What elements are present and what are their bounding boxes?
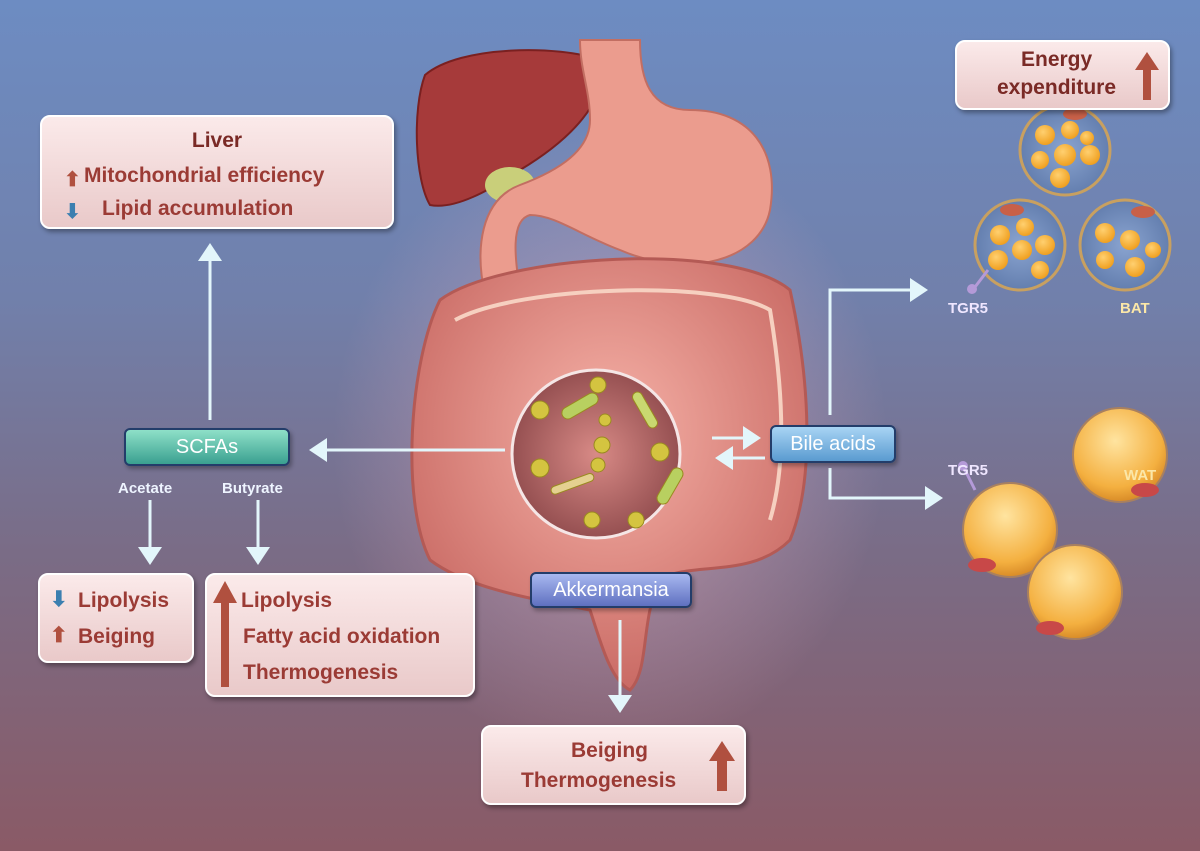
up-arrow-icon: ⬆	[64, 169, 81, 191]
up-arrow-icon	[1135, 52, 1159, 100]
gut-microbiota-magnified	[510, 368, 682, 540]
akk-item-beiging: Beiging	[571, 739, 648, 762]
acetate-effects-box: ⬇ Lipolysis ⬆ Beiging	[38, 573, 194, 663]
bat-label: BAT	[1120, 300, 1150, 317]
down-arrow-icon: ⬇	[50, 588, 68, 611]
down-arrow-icon: ⬇	[64, 201, 81, 223]
liver-effects-box: Liver ⬆ Mitochondrial efficiency ⬇ Lipid…	[40, 115, 394, 229]
akkermansia-tag: Akkermansia	[530, 572, 692, 608]
bile-acids-tag: Bile acids	[770, 425, 896, 463]
akkermansia-effects-box: Beiging Thermogenesis	[481, 725, 746, 805]
stomach-illustration	[479, 39, 773, 297]
up-arrow-icon: ⬆	[50, 624, 68, 647]
akk-item-thermogenesis: Thermogenesis	[521, 769, 677, 792]
acetate-label: Acetate	[118, 480, 173, 497]
liver-title: Liver	[191, 129, 243, 152]
liver-item-mitochondrial: Mitochondrial efficiency	[84, 164, 325, 187]
butyrate-item-thermogenesis: Thermogenesis	[243, 661, 399, 684]
liver-item-lipid: Lipid accumulation	[102, 197, 294, 220]
energy-expenditure-box: Energy expenditure	[955, 40, 1170, 110]
butyrate-item-fatty-acid-oxidation: Fatty acid oxidation	[243, 625, 441, 648]
scfas-tag: SCFAs	[124, 428, 290, 466]
connector-arrows	[138, 243, 943, 713]
bat-tgr5-label: TGR5	[948, 300, 989, 317]
energy-line1: Energy	[1021, 48, 1093, 71]
butyrate-item-lipolysis: Lipolysis	[241, 589, 333, 612]
butyrate-label: Butyrate	[222, 480, 283, 497]
acetate-item-lipolysis: Lipolysis	[78, 589, 170, 612]
wat-label: WAT	[1124, 467, 1157, 484]
wat-tgr5-label: TGR5	[948, 462, 989, 479]
energy-line2: expenditure	[997, 76, 1117, 99]
up-arrow-icon	[709, 741, 735, 791]
acetate-item-beiging: Beiging	[78, 625, 155, 648]
up-arrow-icon	[213, 581, 237, 687]
liver-illustration	[415, 49, 603, 207]
butyrate-effects-box: Lipolysis Fatty acid oxidation Thermogen…	[205, 573, 475, 697]
bat-cells	[967, 103, 1172, 294]
bacteria	[530, 376, 684, 529]
wat-cells	[958, 407, 1168, 640]
